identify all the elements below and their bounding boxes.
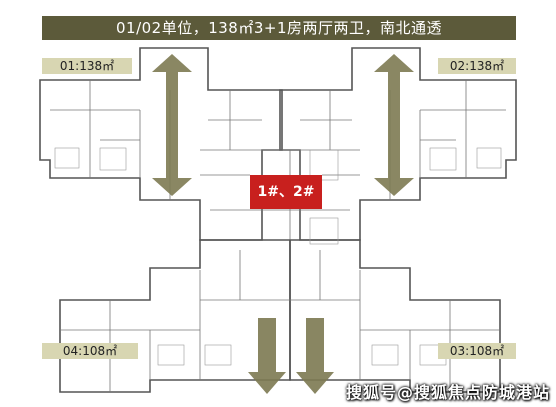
arrow-unit-03	[296, 318, 334, 394]
unit-info-banner: 01/02单位，138㎡3+1房两厅两卫，南北通透	[42, 16, 516, 40]
unit-01-label: 01:138㎡	[42, 58, 132, 74]
unit-02-label: 02:138㎡	[438, 58, 516, 74]
building-number-tag: 1#、2#	[250, 175, 322, 209]
arrow-unit-04	[248, 318, 286, 394]
arrow-unit-01	[152, 54, 192, 196]
unit-04-outline	[59, 239, 291, 393]
arrow-unit-02	[374, 54, 414, 196]
watermark: 搜狐号@搜狐焦点防城港站	[345, 383, 550, 402]
unit-03-label: 03:108㎡	[438, 343, 516, 359]
unit-04-label: 04:108㎡	[42, 343, 138, 359]
unit-01-outline	[39, 47, 283, 241]
